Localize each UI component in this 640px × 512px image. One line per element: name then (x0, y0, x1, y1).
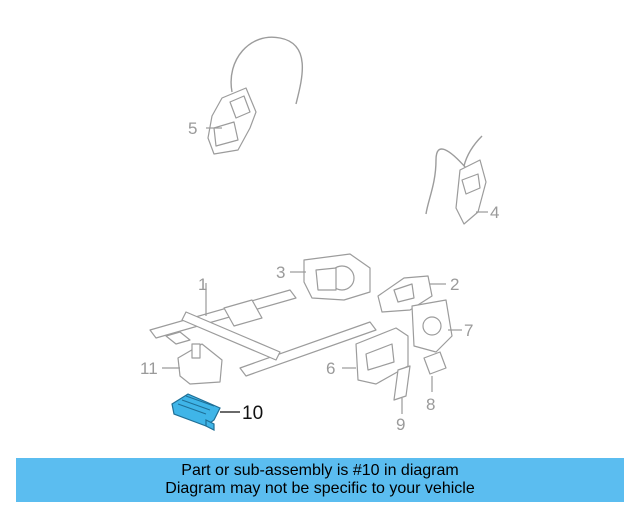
part-7-module (411, 299, 453, 353)
callout-6: 6 (326, 359, 335, 378)
part-5-motor-cable (207, 36, 303, 155)
callout-labels: 1 2 3 4 5 6 7 8 9 10 11 (140, 119, 499, 434)
leader-lines (162, 127, 488, 414)
callout-1: 1 (198, 275, 207, 294)
part-2-bracket (377, 275, 433, 313)
part-8-switch (423, 351, 447, 375)
part-9-switch (393, 365, 411, 401)
parts-diagram: 1 2 3 4 5 6 7 8 9 10 11 (140, 36, 499, 434)
callout-8: 8 (426, 395, 435, 414)
callout-5: 5 (188, 119, 197, 138)
part-1-seat-track (149, 289, 377, 377)
part-10-control-module (171, 393, 221, 431)
callout-3: 3 (276, 263, 285, 282)
part-4-motor-cable (425, 135, 487, 225)
callout-11: 11 (140, 359, 158, 378)
banner-line-2: Diagram may not be specific to your vehi… (165, 480, 475, 497)
callout-2: 2 (450, 275, 459, 294)
callout-9: 9 (396, 415, 405, 434)
callout-10: 10 (242, 403, 263, 424)
part-11-bracket (177, 343, 223, 385)
banner-line-1: Part or sub-assembly is #10 in diagram (181, 462, 459, 479)
part-6-housing (355, 327, 409, 385)
callout-7: 7 (464, 321, 473, 340)
part-3-bracket (303, 253, 371, 301)
callout-4: 4 (490, 203, 499, 222)
info-banner: Part or sub-assembly is #10 in diagram D… (16, 458, 624, 502)
